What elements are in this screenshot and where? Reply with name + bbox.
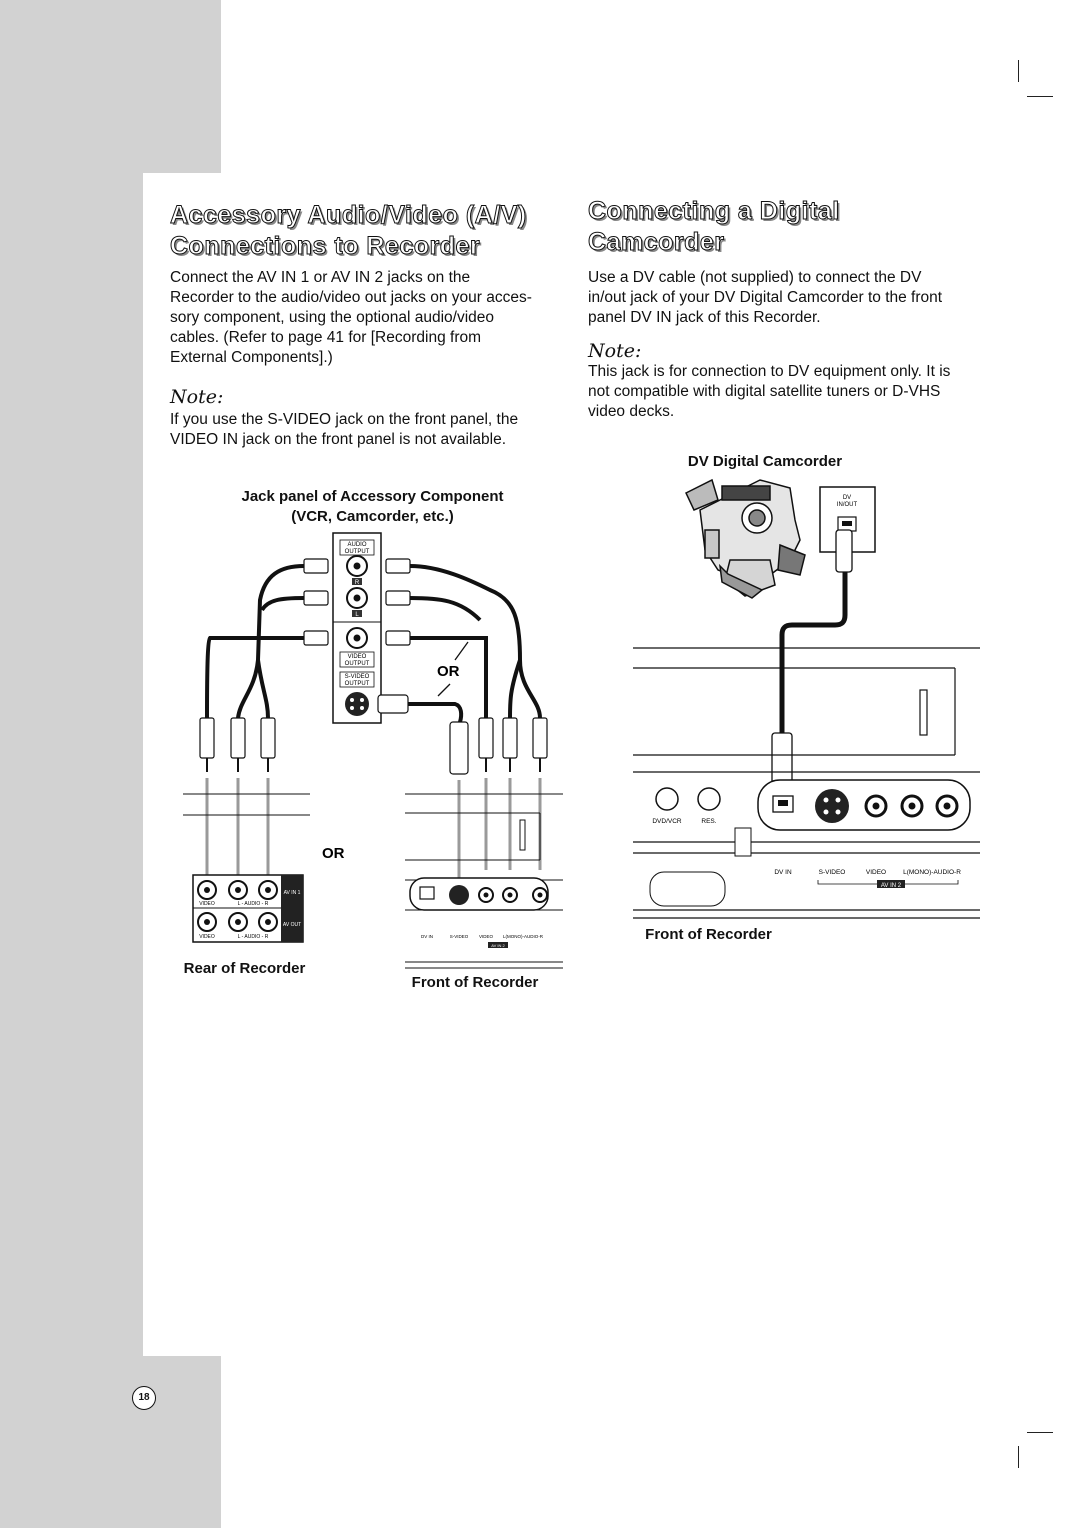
cable [236, 564, 305, 719]
section-title-digital-camcorder: Connecting a Digital Camcorder [588, 196, 840, 258]
intro-paragraph: Connect the AV IN 1 or AV IN 2 jacks on … [170, 268, 532, 368]
front-av-panel [757, 779, 971, 831]
av-in2-label: AV IN 2 [881, 883, 902, 889]
text-line: panel DV IN jack of this Recorder. [588, 309, 821, 326]
crop-mark [1018, 1446, 1019, 1468]
title-line: Accessory Audio/Video (A/V) [170, 201, 527, 230]
text-line: video decks. [588, 403, 675, 420]
text-line: If you use the S-VIDEO jack on the front… [170, 411, 519, 428]
camcorder-illustration [685, 478, 806, 599]
svideo-output-label: S-VIDEO [345, 674, 370, 680]
note-paragraph: If you use the S-VIDEO jack on the front… [170, 410, 518, 450]
title-line: Connecting a Digital [588, 197, 840, 226]
cable [205, 636, 304, 719]
text-line: Connect the AV IN 1 or AV IN 2 jacks on … [170, 269, 471, 286]
title-line: Connections to Recorder [169, 232, 481, 261]
front-of-recorder-caption: Front of Recorder [645, 926, 772, 943]
cable [260, 596, 305, 612]
audio-output-label: AUDIO [347, 542, 366, 548]
note-heading: Note: [170, 386, 224, 408]
recorder-slot [919, 689, 928, 736]
audio-label: L(MONO)-AUDIO-R [903, 869, 961, 876]
svideo-output-label: OUTPUT [345, 681, 370, 687]
jack-panel-heading: Jack panel of Accessory Component (VCR, … [200, 487, 545, 527]
text-line: sory component, using the optional audio… [170, 309, 494, 326]
front-av-in2-label: AV IN 2 [491, 943, 505, 948]
note-paragraph: This jack is for connection to DV equipm… [588, 362, 950, 422]
dvd-vcr-button [655, 787, 679, 811]
note-heading: Note: [588, 340, 642, 362]
dv-plug [771, 732, 793, 786]
audio-output-label: OUTPUT [345, 549, 370, 555]
text-line: Use a DV cable (not supplied) to connect… [588, 269, 922, 286]
margin-band-top [0, 0, 221, 173]
cable [409, 596, 482, 622]
res-button [697, 787, 721, 811]
cable [408, 702, 464, 723]
intro-paragraph: Use a DV cable (not supplied) to connect… [588, 268, 942, 328]
dv-cable [779, 572, 848, 733]
front-dv-in-label: DV IN [421, 934, 433, 939]
text-line: This jack is for connection to DV equipm… [588, 363, 951, 380]
recorder-display-window [649, 871, 726, 907]
jack-r-label: R [355, 580, 360, 586]
res-label: RES. [701, 818, 716, 825]
dv-inout-label: DV [843, 495, 851, 501]
dv-in-label: DV IN [774, 869, 792, 876]
text-line: not compatible with digital satellite tu… [588, 383, 941, 400]
svideo-in-jack [815, 789, 849, 823]
heading-line: (VCR, Camcorder, etc.) [291, 508, 454, 525]
front-audio-label: L(MONO)-AUDIO-R [503, 934, 544, 939]
front-video-label: VIDEO [479, 934, 494, 939]
or-label: OR [322, 845, 345, 862]
cable [508, 659, 522, 719]
svideo-output-jack [345, 692, 369, 716]
rear-video-label: VIDEO [199, 901, 215, 907]
front-of-recorder-caption: Front of Recorder [411, 974, 539, 991]
section-title-av-connections: Accessory Audio/Video (A/V) Connections … [169, 200, 527, 262]
crop-mark [1018, 60, 1019, 82]
page-number: 18 [132, 1386, 156, 1410]
video-output-label: VIDEO [348, 654, 367, 660]
av-in1-label: AV IN 1 [284, 890, 301, 896]
video-output-label: OUTPUT [345, 661, 370, 667]
text-line: in/out jack of your DV Digital Camcorder… [588, 289, 943, 306]
dv-plug [835, 529, 853, 573]
cable [409, 564, 542, 719]
crop-mark [1027, 1432, 1053, 1433]
svideo-in-jack [449, 885, 469, 905]
dv-in-jack [419, 886, 435, 900]
margin-band-left [0, 173, 143, 1356]
title-line: Camcorder [588, 228, 725, 257]
svideo-label: S-VIDEO [819, 869, 846, 876]
text-line: External Components].) [170, 349, 333, 366]
rear-audio-label: L - AUDIO - R [238, 901, 269, 907]
dv-inout-label: IN/OUT [837, 502, 858, 508]
jack-l-label: L [355, 612, 359, 618]
svideo-plug [449, 721, 469, 775]
av-out-label: AV OUT [283, 922, 301, 928]
rear-of-recorder-caption: Rear of Recorder [183, 960, 306, 977]
margin-band-bottom [0, 1356, 221, 1528]
text-line: Recorder to the audio/video out jacks on… [170, 289, 532, 306]
or-label: OR [437, 663, 460, 680]
text-line: VIDEO IN jack on the front panel is not … [170, 431, 507, 448]
text-line: cables. (Refer to page 41 for [Recording… [170, 329, 482, 346]
front-svideo-label: S-VIDEO [450, 934, 469, 939]
heading-line: Jack panel of Accessory Component [241, 488, 504, 505]
crop-mark [1027, 96, 1053, 97]
dvd-vcr-label: DVD/VCR [652, 818, 682, 825]
dv-camcorder-heading: DV Digital Camcorder [687, 453, 843, 470]
cable [256, 659, 270, 719]
video-label: VIDEO [866, 869, 886, 876]
cable [410, 636, 488, 718]
rear-video-label: VIDEO [199, 934, 215, 940]
rear-audio-label: L - AUDIO - R [238, 934, 269, 940]
